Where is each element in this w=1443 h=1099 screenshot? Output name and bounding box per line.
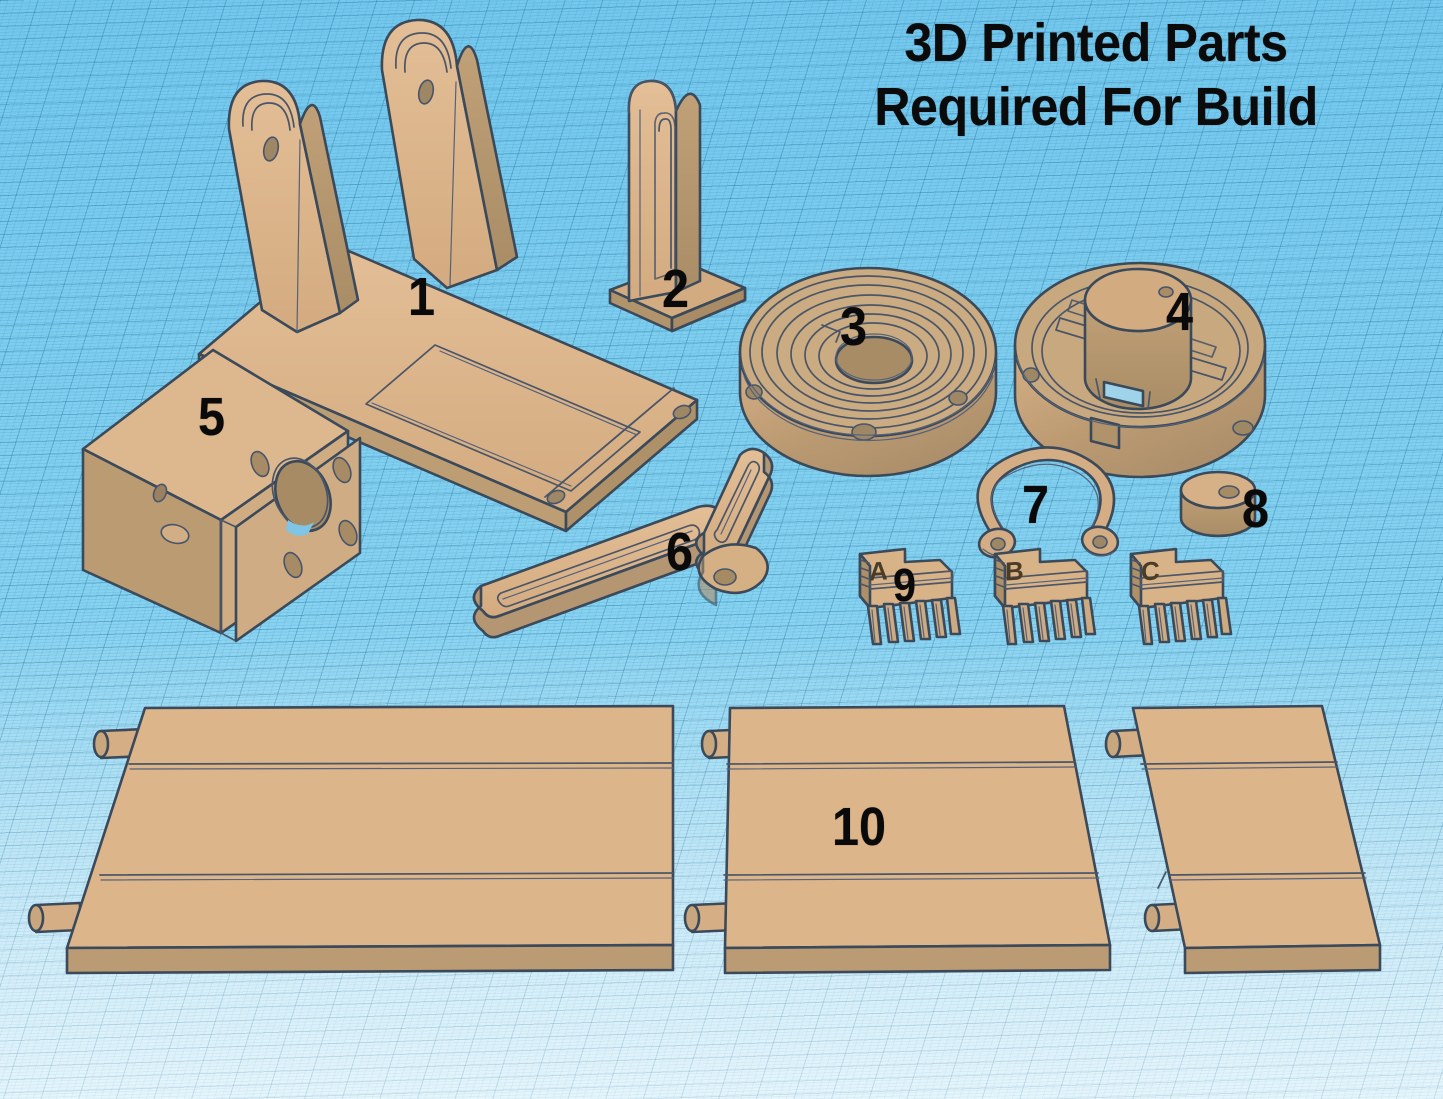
part-label-7: 7 bbox=[1022, 475, 1050, 535]
part-9-comb-c bbox=[1129, 547, 1233, 646]
track-panel-right bbox=[1104, 704, 1382, 975]
track-panel-middle bbox=[683, 704, 1112, 975]
track-panel-left bbox=[27, 704, 675, 975]
part-9-comb-b bbox=[993, 547, 1097, 646]
part-label-6: 6 bbox=[666, 522, 694, 582]
comb-cleat-b-label: B bbox=[1005, 555, 1024, 587]
part-label-9: 9 bbox=[893, 559, 917, 611]
part-7-geometry bbox=[976, 446, 1120, 559]
part-1-right-arm bbox=[380, 18, 519, 290]
page-title: 3D Printed Parts Required For Build bbox=[845, 13, 1347, 137]
part-label-2: 2 bbox=[662, 259, 690, 319]
comb-cleat-a-label: A bbox=[869, 555, 888, 587]
part-1-geometry bbox=[197, 18, 699, 533]
part-label-1: 1 bbox=[408, 267, 436, 327]
title-line-2: Required For Build bbox=[874, 76, 1318, 137]
part-label-4: 4 bbox=[1166, 282, 1194, 342]
part-8-geometry bbox=[1179, 470, 1257, 538]
part-5-geometry bbox=[81, 348, 362, 643]
title-line-1: 3D Printed Parts bbox=[904, 13, 1288, 73]
part-label-5: 5 bbox=[198, 387, 226, 447]
part-label-10: 10 bbox=[832, 797, 887, 857]
part-1-left-arm bbox=[227, 79, 360, 334]
part-2-geometry bbox=[608, 79, 747, 333]
part-10-geometry bbox=[27, 704, 1382, 975]
part-9-comb-a bbox=[858, 547, 962, 646]
part-label-3: 3 bbox=[840, 297, 868, 357]
comb-cleat-c-label: C bbox=[1141, 555, 1160, 587]
part-4-geometry bbox=[1013, 261, 1267, 479]
part-6-geometry bbox=[472, 447, 774, 639]
part-label-8: 8 bbox=[1242, 479, 1270, 539]
part-9-geometry bbox=[858, 547, 1233, 646]
part-3-geometry bbox=[738, 266, 998, 478]
